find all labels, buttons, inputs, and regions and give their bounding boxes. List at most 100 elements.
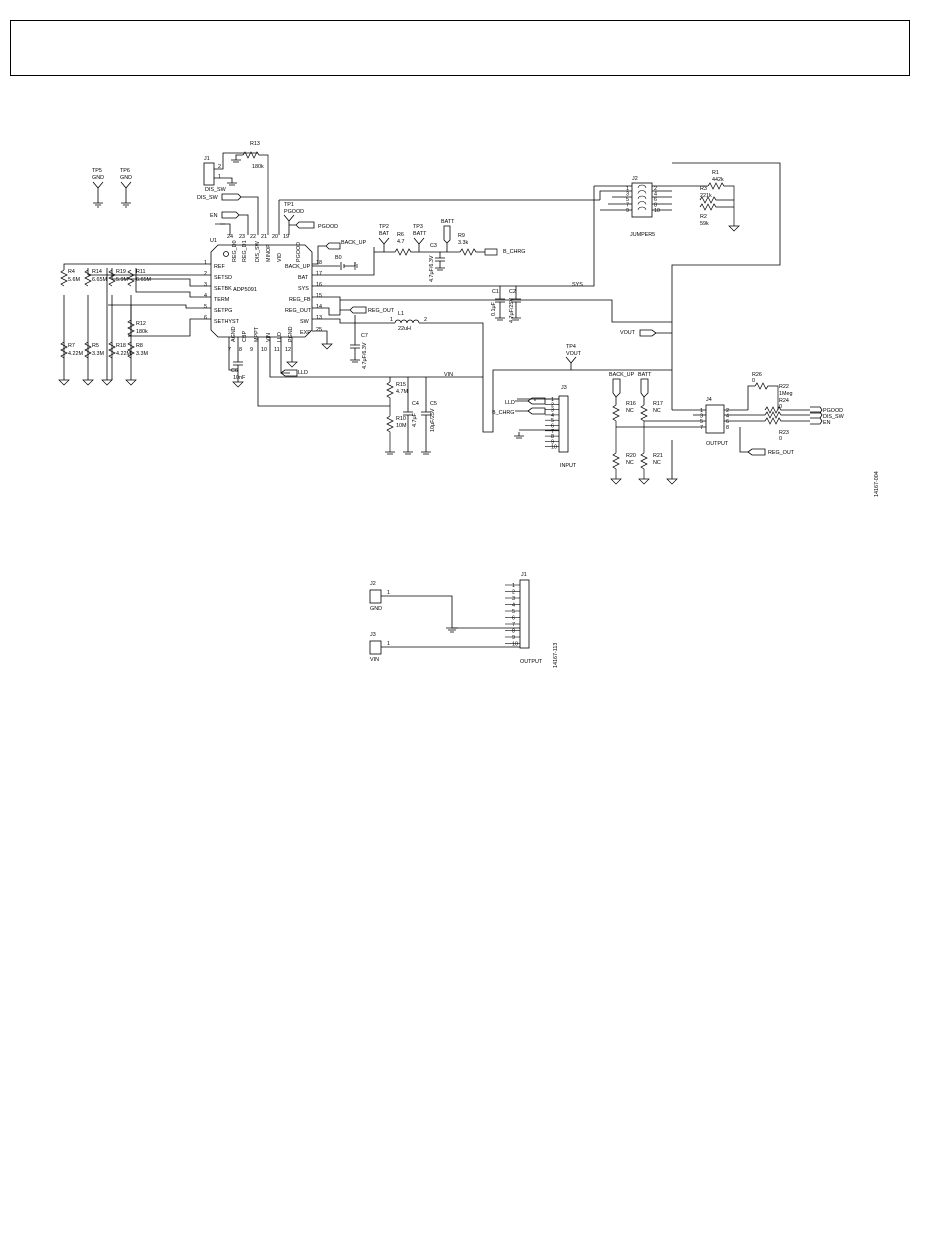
svg-text:R21: R21	[653, 453, 663, 459]
svg-text:6.65M: 6.65M	[136, 277, 151, 283]
svg-text:R5: R5	[92, 343, 99, 349]
svg-text:5.6M: 5.6M	[68, 277, 80, 283]
svg-text:J3: J3	[370, 632, 376, 638]
svg-text:19: 19	[283, 234, 289, 240]
svg-text:R7: R7	[68, 343, 75, 349]
svg-text:1Meg: 1Meg	[779, 391, 793, 397]
svg-text:R6: R6	[397, 232, 404, 238]
svg-text:11: 11	[274, 347, 280, 353]
svg-text:0.1μF: 0.1μF	[491, 301, 497, 316]
svg-text:U1: U1	[210, 238, 217, 244]
j4-pin-4: 4	[726, 414, 729, 420]
svg-text:4.22M: 4.22M	[116, 351, 131, 357]
svg-text:R22: R22	[779, 384, 789, 390]
resistor-r22: R22 1Meg	[724, 384, 810, 416]
j3-pin-9: 9	[551, 439, 554, 445]
svg-text:PGOOD: PGOOD	[318, 224, 338, 230]
svg-text:J2: J2	[370, 581, 376, 587]
j2-jumper-link	[637, 195, 647, 200]
svg-text:R1: R1	[712, 170, 719, 176]
minop-ground: 24	[215, 223, 233, 240]
j3-pin-7: 7	[551, 429, 554, 435]
resistor-r14: R14 6.65M	[84, 269, 107, 287]
svg-text:SETHYST: SETHYST	[214, 319, 240, 325]
svg-text:5.9M: 5.9M	[116, 277, 128, 283]
bj1-pin-6: 6	[512, 616, 515, 622]
svg-text:REG_OUT: REG_OUT	[368, 308, 395, 314]
svg-text:L1: L1	[398, 311, 404, 317]
svg-text:22: 22	[250, 234, 256, 240]
svg-text:2: 2	[424, 317, 427, 323]
j3-pin-4: 4	[551, 413, 554, 419]
connector-bottom-j2: J2 GND 1	[369, 581, 458, 633]
svg-text:3.3M: 3.3M	[92, 351, 104, 357]
svg-text:1: 1	[218, 174, 221, 180]
net-label-back-up-right: BACK_UP	[609, 372, 635, 405]
svg-text:BACK_UP: BACK_UP	[341, 240, 367, 246]
svg-text:J1: J1	[521, 572, 527, 578]
svg-text:9: 9	[250, 347, 253, 353]
svg-text:3: 3	[204, 282, 207, 288]
svg-text:INPUT: INPUT	[560, 463, 577, 469]
svg-text:SETBK: SETBK	[214, 286, 232, 292]
svg-text:VIN: VIN	[266, 333, 272, 342]
resistor-r20: R20 NC	[610, 452, 636, 485]
svg-text:0: 0	[779, 404, 782, 410]
svg-text:R19: R19	[116, 269, 126, 275]
svg-text:2: 2	[218, 164, 221, 170]
bj1-pin-9: 9	[512, 635, 515, 641]
resistor-r19: R19 5.9M	[108, 269, 128, 287]
svg-text:LLD: LLD	[505, 400, 515, 406]
svg-text:1: 1	[387, 590, 390, 596]
svg-text:TP5: TP5	[92, 168, 102, 174]
svg-text:PGND: PGND	[288, 326, 294, 342]
svg-text:13: 13	[316, 315, 322, 321]
svg-text:C1: C1	[492, 289, 499, 295]
svg-text:REG_FB: REG_FB	[289, 297, 311, 303]
resistor-r13: R13 180k	[231, 141, 269, 235]
svg-text:R24: R24	[779, 398, 789, 404]
svg-text:C7: C7	[361, 333, 368, 339]
svg-text:17: 17	[316, 271, 322, 277]
svg-text:BATT: BATT	[413, 231, 427, 237]
capacitor-c1: C1 0.1μF	[491, 286, 505, 321]
net-label-vout: VOUT	[620, 329, 672, 337]
resistor-r8: R8 3.3M	[127, 341, 148, 359]
svg-text:PGOOD: PGOOD	[284, 209, 304, 215]
svg-text:BATT: BATT	[441, 219, 455, 225]
svg-text:2: 2	[204, 271, 207, 277]
svg-text:DIS_SW: DIS_SW	[205, 187, 227, 193]
svg-text:5: 5	[204, 304, 207, 310]
j3-pin-3: 3	[551, 408, 554, 414]
svg-text:PGOOD: PGOOD	[296, 242, 302, 262]
svg-text:BACK_UP: BACK_UP	[609, 372, 635, 378]
svg-text:8: 8	[239, 347, 242, 353]
svg-text:SYS: SYS	[298, 286, 309, 292]
resistor-r2: R2 59k	[699, 203, 740, 232]
svg-text:59k: 59k	[700, 221, 709, 227]
svg-text:LLD: LLD	[277, 332, 283, 342]
svg-text:R12: R12	[136, 321, 146, 327]
svg-text:REG_OUT: REG_OUT	[768, 450, 795, 456]
svg-text:4: 4	[204, 293, 207, 299]
svg-text:R4: R4	[68, 269, 75, 275]
svg-text:BACK_UP: BACK_UP	[285, 264, 311, 270]
svg-text:DIS_SW: DIS_SW	[197, 195, 219, 201]
j4-pin-2: 2	[726, 408, 729, 414]
svg-text:TP3: TP3	[413, 224, 423, 230]
bj1-pin-7: 7	[512, 622, 515, 628]
testpoint-tp1: TP1 PGOOD	[278, 199, 600, 235]
resistor-r23: R23 0	[724, 417, 810, 442]
net-label-pgood: PGOOD	[289, 221, 338, 230]
svg-text:1: 1	[390, 317, 393, 323]
figure-id-main: 14167-004	[874, 471, 880, 497]
svg-text:EXP: EXP	[300, 330, 311, 336]
net-sys: SYS	[312, 186, 595, 288]
j3-pin-1: 1	[551, 397, 554, 403]
svg-text:TP4: TP4	[566, 344, 576, 350]
svg-text:VOUT: VOUT	[620, 330, 636, 336]
svg-text:4.7μF/6.3V: 4.7μF/6.3V	[362, 342, 368, 369]
net-label-batt: BATT	[441, 219, 455, 252]
